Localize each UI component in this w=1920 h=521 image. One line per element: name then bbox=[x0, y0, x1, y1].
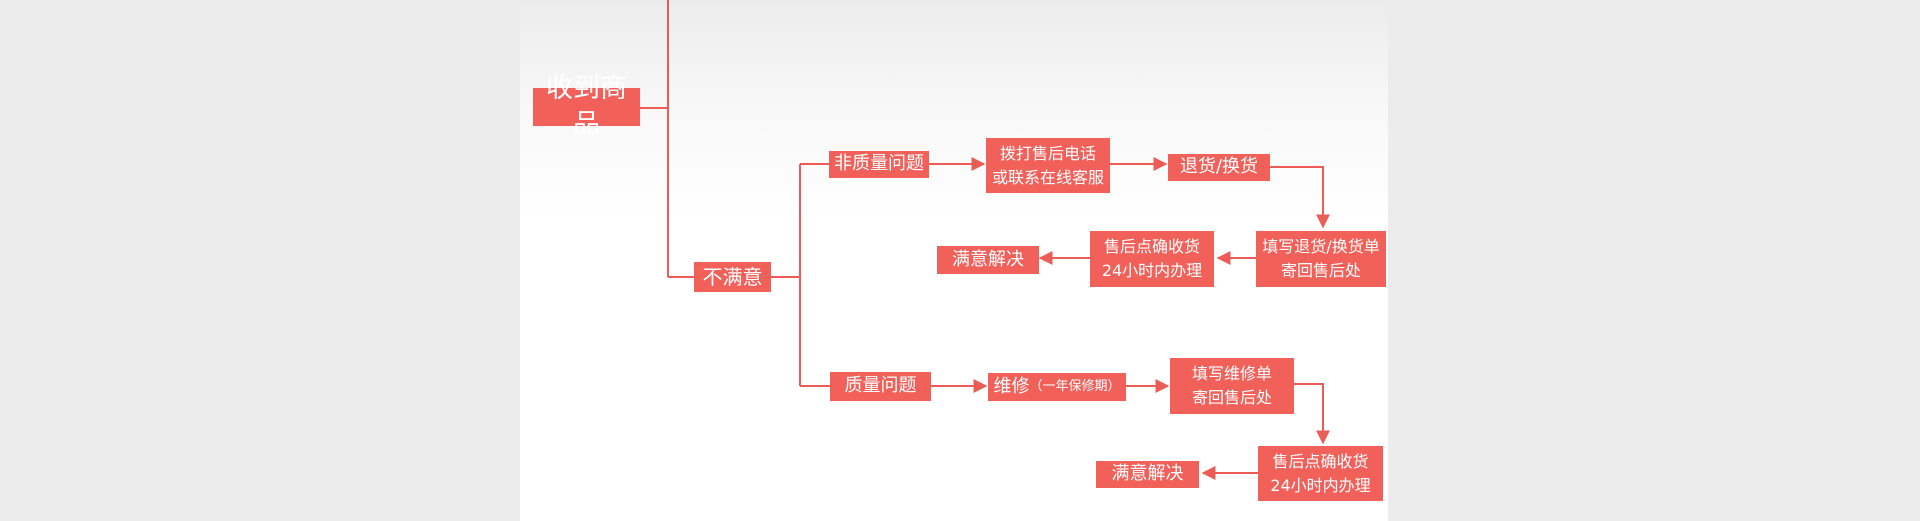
node-nq-resolved: 满意解决 bbox=[937, 246, 1039, 274]
node-fill-repair-form: 填写维修单 寄回售后处 bbox=[1170, 358, 1294, 414]
node-repair: 维修（一年保修期） bbox=[988, 373, 1126, 401]
repair-warranty-note: （一年保修期） bbox=[1029, 379, 1121, 395]
node-received-goods: 收到商品 bbox=[533, 73, 640, 140]
node-fill-return-form: 填写退货/换货单 寄回售后处 bbox=[1256, 231, 1386, 287]
node-unsatisfied: 不满意 bbox=[694, 262, 771, 292]
node-nq-confirm-receipt: 售后点确收货 24小时内办理 bbox=[1090, 231, 1214, 287]
node-return-exchange: 退货/换货 bbox=[1168, 154, 1270, 181]
node-contact-service: 拨打售后电话 或联系在线客服 bbox=[986, 138, 1110, 193]
repair-label: 维修 bbox=[993, 375, 1030, 397]
node-q-resolved: 满意解决 bbox=[1096, 461, 1199, 488]
node-non-quality-issue: 非质量问题 bbox=[829, 151, 929, 178]
arrow-nq-form bbox=[1270, 166, 1330, 229]
arrow-q-confirm bbox=[1294, 383, 1330, 445]
node-quality-issue: 质量问题 bbox=[830, 372, 931, 401]
node-q-confirm-receipt: 售后点确收货 24小时内办理 bbox=[1258, 446, 1383, 501]
